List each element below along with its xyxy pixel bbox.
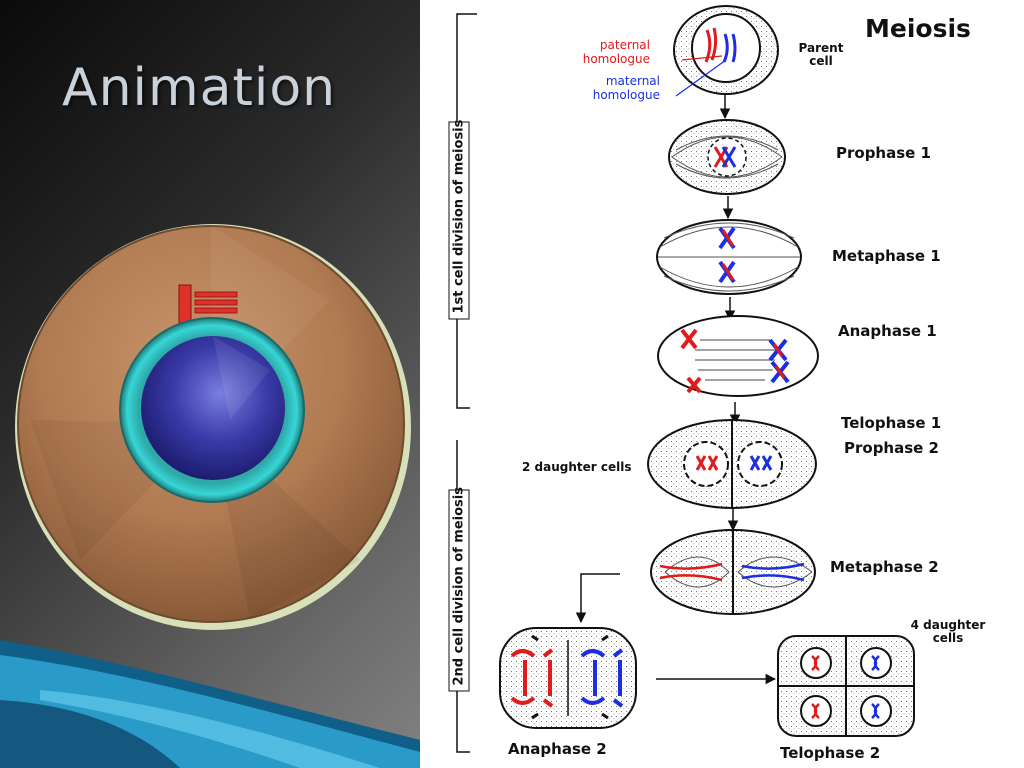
telophase1-cells (647, 419, 817, 510)
second-division-label: 2nd cell division of meiosis (448, 487, 470, 692)
parent-cell-label: Parent cell (798, 41, 844, 68)
label-prophase2: Prophase 2 (844, 439, 939, 457)
label-anaphase1: Anaphase 1 (838, 322, 937, 340)
label-telophase2: Telophase 2 (780, 744, 881, 762)
stage-arrows (575, 95, 777, 685)
metaphase2-cells (650, 529, 816, 616)
paternal-homologue-label: paternal homologue (582, 38, 650, 66)
maternal-homologue-label: maternal homologue (592, 74, 660, 102)
slide-title: Animation (62, 58, 337, 118)
cell-animation (0, 224, 420, 768)
diagram-heading: Meiosis (865, 14, 971, 43)
metaphase1-cell (656, 219, 802, 295)
swoosh-decoration (0, 640, 420, 768)
label-anaphase2: Anaphase 2 (508, 740, 607, 758)
telophase2-cells (777, 635, 915, 737)
centriole (178, 284, 238, 324)
meiosis-drawing (456, 5, 915, 753)
prophase1-cell (668, 119, 786, 195)
meiosis-diagram: Meiosis paternal homologue maternal homo… (420, 0, 1024, 768)
nucleus (141, 336, 285, 480)
anaphase1-cell (657, 315, 819, 397)
parent-cell (673, 5, 779, 97)
label-telophase1: Telophase 1 (841, 414, 942, 432)
anaphase2-cells (499, 627, 637, 729)
four-daughter-cells-label: 4 daughter cells (910, 618, 986, 645)
first-division-label: 1st cell division of meiosis (448, 120, 470, 320)
two-daughter-cells-label: 2 daughter cells (522, 460, 632, 474)
label-metaphase1: Metaphase 1 (832, 247, 941, 265)
label-prophase1: Prophase 1 (836, 144, 931, 162)
label-metaphase2: Metaphase 2 (830, 558, 939, 576)
